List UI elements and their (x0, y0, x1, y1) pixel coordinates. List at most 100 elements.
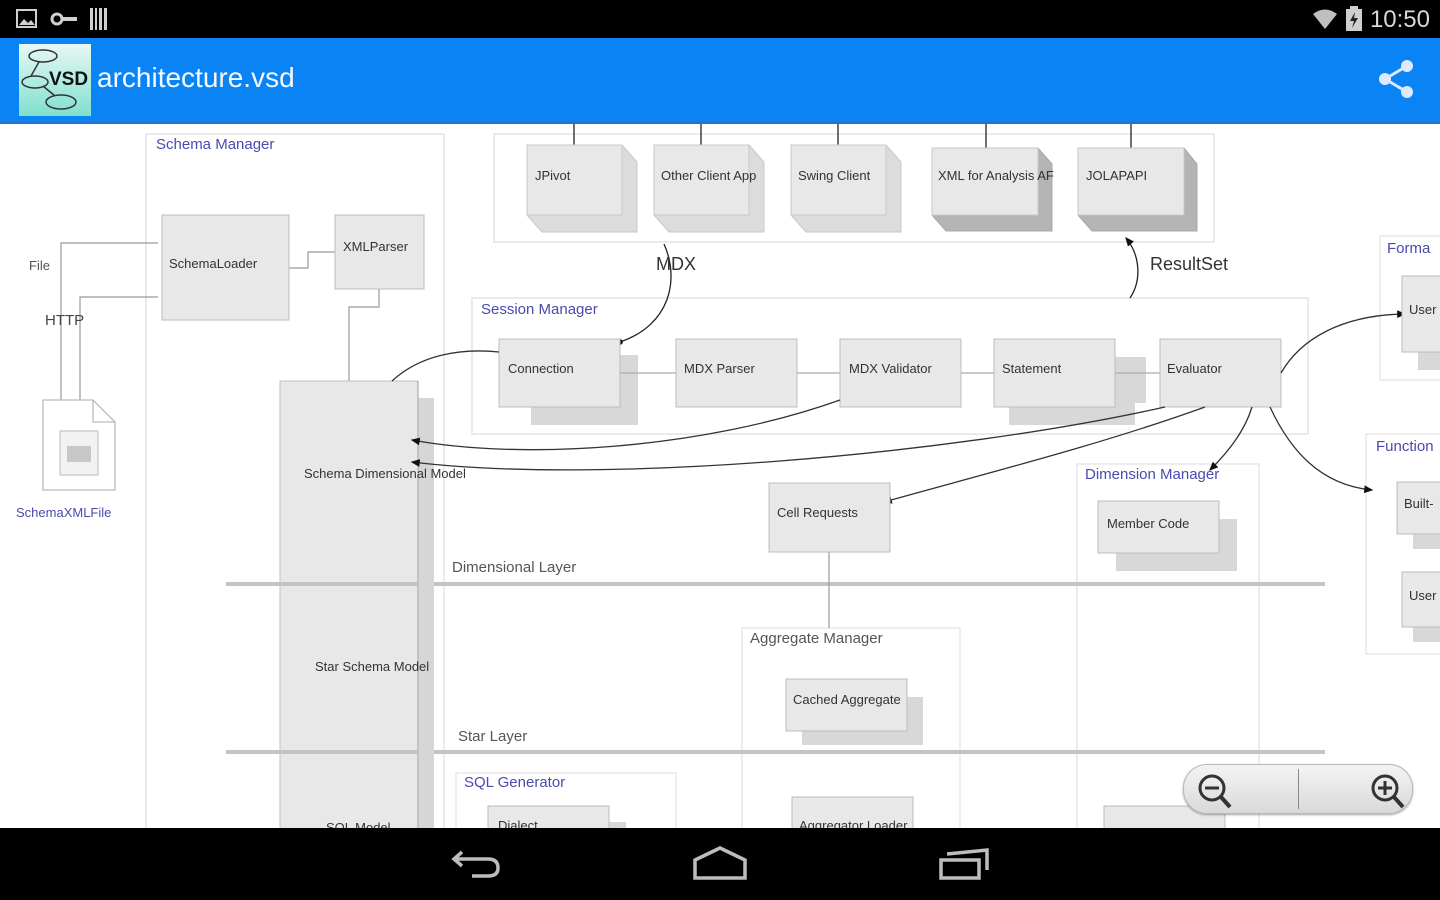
schema-dimensional-model-label: Schema Dimensional Model (304, 466, 466, 481)
client-xml-for-analysis[interactable]: XML for Analysis AF (931, 147, 1054, 232)
client-label: XML for Analysis AF (938, 168, 1054, 183)
component-label: User (1409, 302, 1437, 317)
aggregator-loader[interactable]: Aggregator Loader (791, 796, 914, 828)
component-label: Built- (1404, 496, 1434, 511)
component-label: Evaluator (1167, 361, 1223, 376)
session-manager-label: Session Manager (481, 301, 598, 318)
component-label: Aggregator Loader (799, 818, 908, 828)
client-swing-client[interactable]: Swing Client (790, 144, 902, 233)
dimension-manager-label: Dimension Manager (1085, 466, 1219, 483)
vsd-logo-icon: VSD (21, 49, 88, 110)
session-component-statement[interactable]: Statement (993, 338, 1116, 408)
component-label: Member Code (1107, 516, 1189, 531)
diagram-canvas[interactable]: Schema Manager Session Manager Dimension… (0, 124, 1440, 828)
component-label: Connection (508, 361, 574, 376)
dimension-manager-container (1076, 463, 1260, 828)
file-label: SchemaXMLFile (16, 505, 111, 520)
client-label: JPivot (535, 168, 571, 183)
file-icon (67, 446, 91, 462)
component-label: SchemaLoader (169, 256, 258, 271)
dialect[interactable]: Dialect (487, 805, 610, 828)
client-jolapapi[interactable]: JOLAPAPI (1077, 147, 1198, 232)
app-logo-text: VSD (49, 69, 88, 90)
status-bar: 10:50 (0, 0, 1440, 38)
function-container (1365, 433, 1440, 655)
component-label: MDX Validator (849, 361, 933, 376)
component-label: Statement (1002, 361, 1062, 376)
recent-apps-icon (939, 848, 989, 880)
session-component-connection[interactable]: Connection (498, 338, 621, 408)
home-button[interactable] (690, 844, 750, 884)
zoom-out-icon (1198, 774, 1232, 809)
clock: 10:50 (1369, 6, 1430, 33)
schema-manager-label: Schema Manager (156, 136, 274, 153)
client-label: Other Client App (661, 168, 756, 183)
http-link-label: HTTP (45, 312, 84, 329)
diagram: Schema Manager Session Manager Dimension… (16, 124, 1440, 828)
zoom-in-button[interactable] (1299, 765, 1413, 813)
mdx-flow-line (617, 243, 672, 345)
navigation-bar (0, 828, 1440, 900)
partial-component[interactable] (1103, 805, 1226, 828)
session-component-mdx-parser[interactable]: MDX Parser (675, 338, 798, 408)
schema-manager-container (145, 133, 445, 828)
client-container (493, 133, 1215, 243)
share-button[interactable] (1376, 58, 1416, 100)
mdx-flow-label: MDX (656, 254, 696, 274)
back-button[interactable] (448, 844, 508, 884)
zoom-out-button[interactable] (1184, 765, 1298, 813)
client-other-client-app[interactable]: Other Client App (653, 144, 765, 233)
client-jpivot[interactable]: JPivot (526, 144, 638, 233)
schema-xml-file[interactable]: SchemaXMLFile (16, 399, 116, 520)
component-label: XMLParser (343, 239, 409, 254)
xml-parser[interactable]: XMLParser (334, 214, 425, 290)
file-link-label: File (29, 258, 50, 273)
back-icon (451, 850, 500, 878)
function-builtin[interactable]: Built- (1396, 481, 1440, 535)
cached-aggregate[interactable]: Cached Aggregate (785, 678, 908, 732)
component-label: Cached Aggregate (793, 692, 901, 707)
component-label: User (1409, 588, 1437, 603)
client-label: JOLAPAPI (1086, 168, 1147, 183)
resultset-flow-label: ResultSet (1150, 254, 1228, 274)
format-container (1379, 235, 1440, 381)
session-component-evaluator[interactable]: Evaluator (1159, 338, 1282, 408)
component-label: MDX Parser (684, 361, 755, 376)
zoom-controls (1183, 764, 1413, 814)
session-component-mdx-validator[interactable]: MDX Validator (839, 338, 962, 408)
component-label: Cell Requests (777, 505, 858, 520)
star-layer-label: Star Layer (458, 728, 527, 745)
member-code[interactable]: Member Code (1097, 500, 1220, 554)
aggregate-manager-label: Aggregate Manager (750, 630, 883, 647)
share-icon (1379, 60, 1413, 98)
dimensional-layer-label: Dimensional Layer (452, 559, 576, 576)
recent-apps-button[interactable] (935, 844, 995, 884)
aggregate-manager-container (741, 627, 961, 828)
app-logo[interactable]: VSD (19, 44, 91, 116)
component-label: Dialect (498, 818, 538, 828)
schema-loader[interactable]: SchemaLoader (161, 214, 290, 321)
cell-requests[interactable]: Cell Requests (768, 482, 891, 553)
resultset-flow-line (1125, 236, 1139, 299)
star-schema-model-label: Star Schema Model (315, 659, 429, 674)
wifi-icon (1313, 9, 1337, 29)
sql-model-label: SQL Model (326, 820, 391, 828)
sql-generator-label: SQL Generator (464, 774, 565, 791)
action-bar: VSD architecture.vsd (0, 38, 1440, 124)
zoom-in-icon (1371, 774, 1405, 809)
sql-generator-container (455, 772, 677, 828)
session-manager-container (471, 297, 1309, 435)
home-icon (693, 846, 747, 880)
client-incoming-arrows (573, 124, 1132, 150)
evaluator-connectors (391, 310, 1407, 504)
document-title: architecture.vsd (97, 62, 295, 93)
function-label: Function (1376, 438, 1434, 455)
client-label: Swing Client (798, 168, 871, 183)
schema-model-column[interactable]: Schema Dimensional Model Star Schema Mod… (279, 380, 466, 828)
format-user[interactable]: User (1401, 275, 1440, 353)
battery-charging-icon (1346, 6, 1362, 31)
vpn-key-icon (50, 12, 77, 26)
image-notification-icon (16, 9, 37, 28)
function-user[interactable]: User (1401, 571, 1440, 628)
schema-connectors (60, 242, 830, 628)
